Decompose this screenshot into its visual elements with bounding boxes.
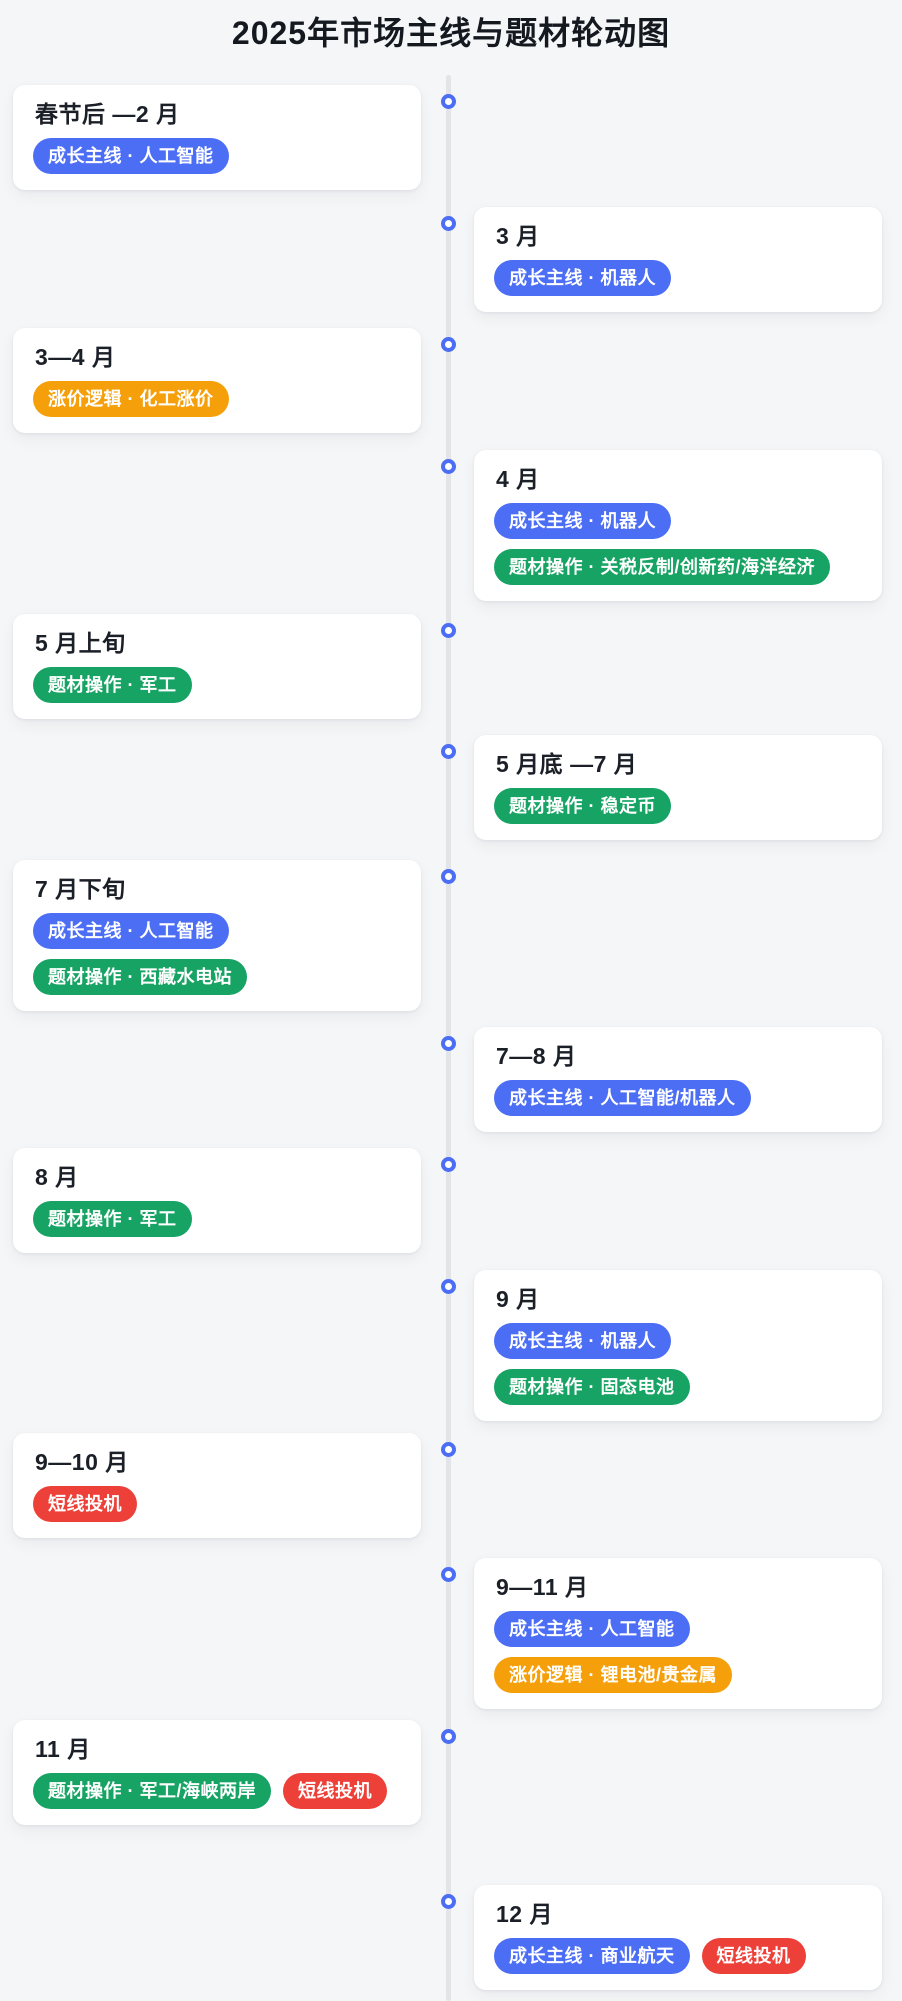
card-period: 9—11 月 [496, 1574, 589, 1600]
timeline-dot [441, 869, 456, 884]
timeline-dot [441, 216, 456, 231]
theme-tag: 题材操作 · 西藏水电站 [33, 959, 247, 995]
timeline-card-sep: 9 月 成长主线 · 机器人 题材操作 · 固态电池 [474, 1270, 882, 1421]
card-period: 春节后 —2 月 [35, 101, 180, 127]
theme-tag: 成长主线 · 人工智能 [33, 138, 229, 174]
timeline-card-apr: 4 月 成长主线 · 机器人 题材操作 · 关税反制/创新药/海洋经济 [474, 450, 882, 601]
timeline-card-sep-oct: 9—10 月 短线投机 [13, 1433, 421, 1538]
theme-tag: 题材操作 · 军工 [33, 667, 192, 703]
theme-tag: 题材操作 · 稳定币 [494, 788, 671, 824]
card-period: 8 月 [35, 1164, 79, 1190]
tag-row: 成长主线 · 商业航天 短线投机 [494, 1938, 862, 1974]
theme-tag: 成长主线 · 人工智能 [33, 913, 229, 949]
card-period: 4 月 [496, 466, 540, 492]
timeline-dot [441, 337, 456, 352]
theme-tag: 短线投机 [33, 1486, 137, 1522]
page-title: 2025年市场主线与题材轮动图 [231, 15, 671, 51]
timeline-card-feb: 春节后 —2 月 成长主线 · 人工智能 [13, 85, 421, 190]
card-period: 9 月 [496, 1286, 540, 1312]
timeline-card-jul-late: 7 月下旬 成长主线 · 人工智能 题材操作 · 西藏水电站 [13, 860, 421, 1011]
theme-tag: 题材操作 · 军工/海峡两岸 [33, 1773, 271, 1809]
tag-row: 成长主线 · 机器人 题材操作 · 关税反制/创新药/海洋经济 [494, 503, 862, 585]
card-period: 7—8 月 [496, 1043, 577, 1069]
timeline-dot [441, 1567, 456, 1582]
theme-tag: 涨价逻辑 · 锂电池/贵金属 [494, 1657, 732, 1693]
theme-tag: 题材操作 · 固态电池 [494, 1369, 690, 1405]
timeline-dot [441, 94, 456, 109]
tag-row: 成长主线 · 人工智能 涨价逻辑 · 锂电池/贵金属 [494, 1611, 862, 1693]
tag-row: 题材操作 · 稳定币 [494, 788, 862, 824]
theme-tag: 成长主线 · 机器人 [494, 260, 671, 296]
theme-tag: 成长主线 · 人工智能/机器人 [494, 1080, 751, 1116]
theme-tag: 成长主线 · 商业航天 [494, 1938, 690, 1974]
timeline-dot [441, 459, 456, 474]
tag-row: 成长主线 · 人工智能/机器人 [494, 1080, 862, 1116]
card-period: 7 月下旬 [35, 876, 126, 902]
timeline-card-sep-nov: 9—11 月 成长主线 · 人工智能 涨价逻辑 · 锂电池/贵金属 [474, 1558, 882, 1709]
tag-row: 成长主线 · 机器人 [494, 260, 862, 296]
timeline-dot [441, 1729, 456, 1744]
timeline-dot [441, 744, 456, 759]
theme-tag: 题材操作 · 军工 [33, 1201, 192, 1237]
timeline-dot [441, 1442, 456, 1457]
tag-row: 题材操作 · 军工 [33, 1201, 401, 1237]
tag-row: 题材操作 · 军工 [33, 667, 401, 703]
timeline-dot [441, 1036, 456, 1051]
timeline-card-jul-aug: 7—8 月 成长主线 · 人工智能/机器人 [474, 1027, 882, 1132]
theme-tag: 成长主线 · 机器人 [494, 503, 671, 539]
timeline-dot [441, 1894, 456, 1909]
tag-row: 成长主线 · 人工智能 题材操作 · 西藏水电站 [33, 913, 401, 995]
timeline-dot [441, 1279, 456, 1294]
card-period: 3 月 [496, 223, 540, 249]
theme-tag: 成长主线 · 机器人 [494, 1323, 671, 1359]
timeline-card-aug: 8 月 题材操作 · 军工 [13, 1148, 421, 1253]
card-period: 9—10 月 [35, 1449, 129, 1475]
timeline-card-nov: 11 月 题材操作 · 军工/海峡两岸 短线投机 [13, 1720, 421, 1825]
timeline-card-may-jul: 5 月底 —7 月 题材操作 · 稳定币 [474, 735, 882, 840]
tag-row: 题材操作 · 军工/海峡两岸 短线投机 [33, 1773, 401, 1809]
card-period: 12 月 [496, 1901, 553, 1927]
theme-tag: 短线投机 [701, 1938, 806, 1974]
timeline-card-may-early: 5 月上旬 题材操作 · 军工 [13, 614, 421, 719]
timeline-dot [441, 623, 456, 638]
card-period: 3—4 月 [35, 344, 116, 370]
theme-tag: 题材操作 · 关税反制/创新药/海洋经济 [494, 549, 830, 585]
theme-tag: 涨价逻辑 · 化工涨价 [33, 381, 229, 417]
tag-row: 成长主线 · 人工智能 [33, 138, 401, 174]
theme-tag: 短线投机 [283, 1773, 387, 1809]
timeline-card-mar: 3 月 成长主线 · 机器人 [474, 207, 882, 312]
tag-row: 涨价逻辑 · 化工涨价 [33, 381, 401, 417]
theme-tag: 成长主线 · 人工智能 [494, 1611, 690, 1647]
timeline-dot [441, 1157, 456, 1172]
tag-row: 成长主线 · 机器人 题材操作 · 固态电池 [494, 1323, 862, 1405]
timeline-card-mar-apr: 3—4 月 涨价逻辑 · 化工涨价 [13, 328, 421, 433]
tag-row: 短线投机 [33, 1486, 401, 1522]
card-period: 11 月 [35, 1736, 91, 1762]
card-period: 5 月上旬 [35, 630, 126, 656]
timeline-card-dec: 12 月 成长主线 · 商业航天 短线投机 [474, 1885, 882, 1990]
card-period: 5 月底 —7 月 [496, 751, 638, 777]
